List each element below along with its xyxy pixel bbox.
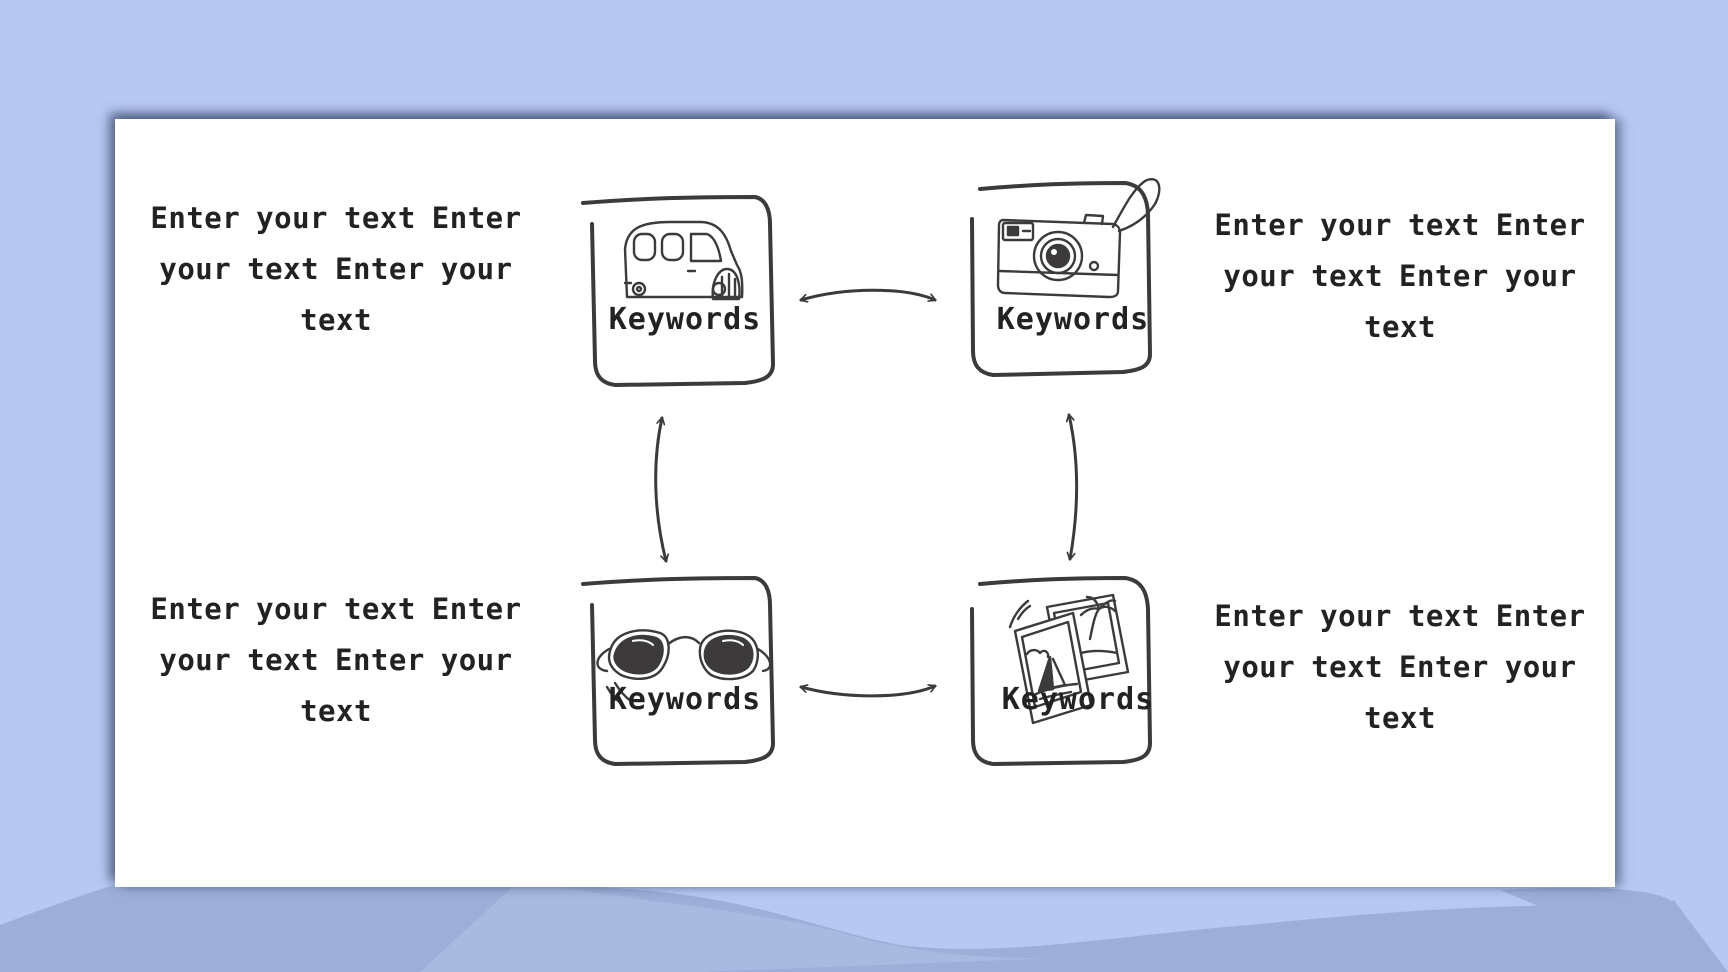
node-description-top-left: Enter your text Enter your text Enter yo…	[150, 201, 522, 337]
node-frame	[581, 195, 775, 387]
connector-left	[654, 418, 666, 561]
node-frame	[581, 576, 775, 766]
node-frame	[970, 576, 1152, 766]
node-keyword: Keywords	[997, 302, 1150, 337]
sunglasses-icon	[596, 629, 772, 705]
node-description-top-right: Enter your text Enter your text Enter yo…	[1214, 208, 1586, 344]
slide: Keywords Keywords	[115, 119, 1615, 887]
node-keyword: Keywords	[1002, 682, 1155, 717]
diagram: Keywords Keywords	[581, 178, 1161, 766]
node-van: Keywords	[581, 195, 775, 387]
node-keyword: Keywords	[609, 682, 762, 717]
node-keyword: Keywords	[609, 302, 762, 337]
connector-right	[1069, 415, 1079, 559]
node-description-bottom-right: Enter your text Enter your text Enter yo…	[1214, 599, 1586, 735]
connector-bottom	[801, 686, 935, 698]
node-camera: Keywords	[970, 178, 1161, 377]
photos-icon	[1008, 593, 1130, 725]
connector-top	[801, 288, 935, 300]
van-icon	[623, 220, 744, 301]
node-description-bottom-left: Enter your text Enter your text Enter yo…	[150, 592, 522, 728]
node-sunglasses: Keywords	[581, 576, 775, 766]
node-photos: Keywords	[970, 576, 1155, 766]
camera-icon	[996, 178, 1161, 299]
